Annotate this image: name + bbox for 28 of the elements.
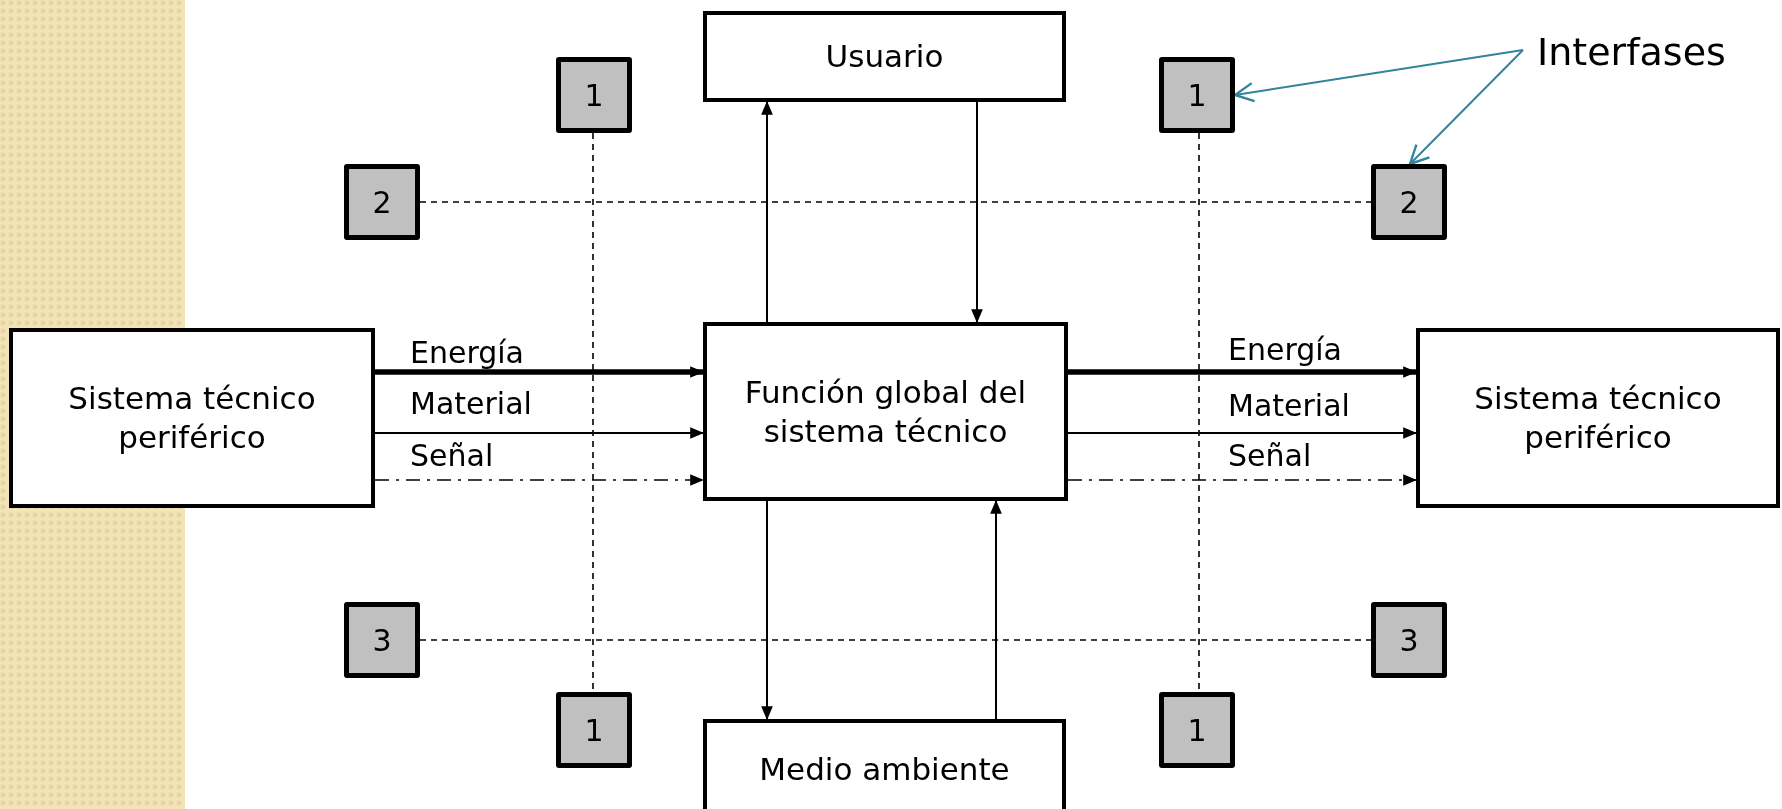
process-box: Sistema técnico periférico: [1416, 328, 1780, 508]
arrow: [374, 474, 705, 486]
arrow: [761, 100, 773, 323]
arrow: [375, 366, 705, 378]
interface-line: [419, 639, 1372, 641]
leader-arrow: [1408, 49, 1524, 166]
process-box: Medio ambiente: [703, 719, 1066, 809]
arrow: [374, 427, 705, 439]
process-box: Función global del sistema técnico: [703, 322, 1068, 501]
process-box: Sistema técnico periférico: [9, 328, 375, 508]
leader-arrow: [1233, 49, 1524, 103]
interface-box: 3: [344, 602, 420, 678]
arrow: [1068, 366, 1418, 378]
interface-box: 1: [556, 692, 632, 768]
arrow: [761, 500, 773, 721]
process-box: Usuario: [703, 11, 1066, 102]
arrow: [1067, 474, 1418, 486]
interface-box: 1: [556, 57, 632, 133]
arrow: [990, 499, 1002, 720]
arrow: [971, 101, 983, 324]
interface-line: [419, 201, 1372, 203]
arrow: [1067, 427, 1418, 439]
callout-text: Interfases: [1523, 22, 1753, 82]
interface-box: 2: [344, 164, 420, 240]
interface-box: 1: [1159, 57, 1235, 133]
interface-box: 1: [1159, 692, 1235, 768]
interface-box: 3: [1371, 602, 1447, 678]
interface-box: 2: [1371, 164, 1447, 240]
